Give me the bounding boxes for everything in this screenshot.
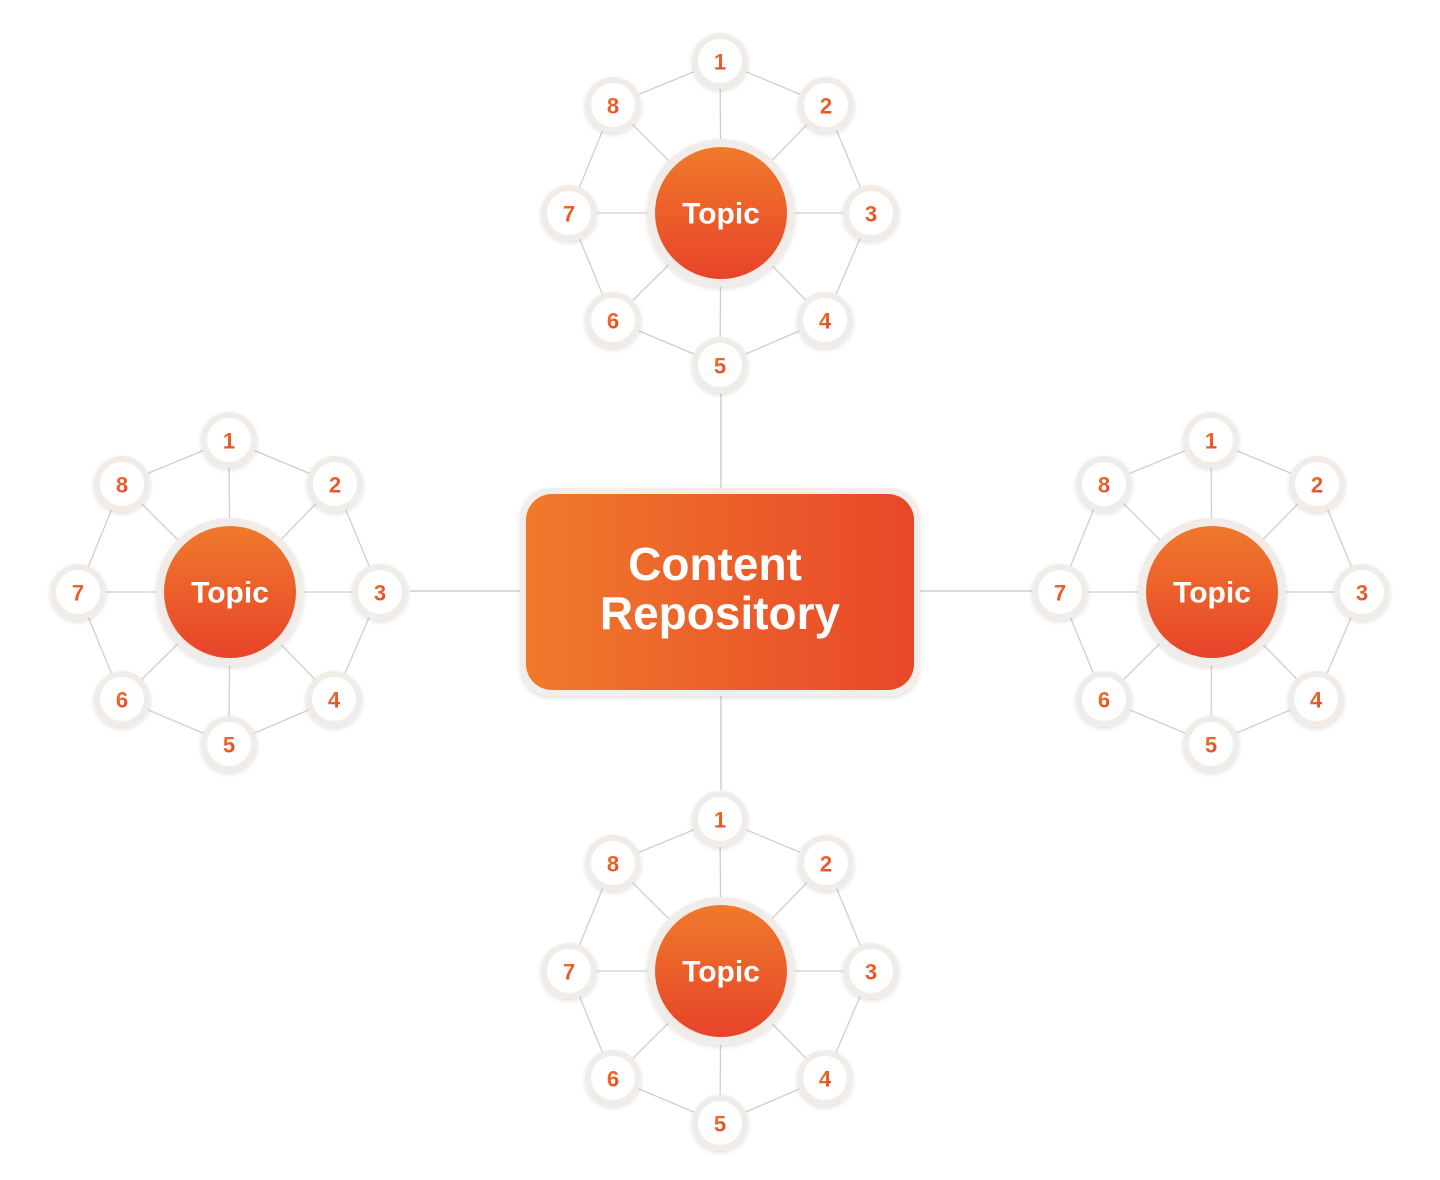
subtopic-number: 2: [820, 94, 832, 119]
subtopic-number: 2: [329, 473, 341, 498]
topic-hub: Topic: [647, 897, 795, 1045]
main-connector-lines: [410, 394, 1032, 790]
subtopic-node-5: 5: [692, 1095, 748, 1151]
subtopic-node-1: 1: [201, 412, 257, 468]
subtopic-number: 3: [374, 581, 386, 606]
subtopic-number: 8: [116, 473, 128, 498]
subtopic-node-8: 8: [94, 456, 150, 512]
subtopic-node-3: 3: [1334, 564, 1390, 620]
subtopic-number: 6: [607, 1067, 619, 1092]
subtopic-number: 4: [1310, 688, 1323, 713]
subtopic-number: 7: [563, 202, 575, 227]
topic-hub-label: Topic: [1173, 577, 1251, 610]
topic-cluster-top: Topic 1 2 3 4 5 6 7 8: [541, 33, 899, 393]
subtopic-node-7: 7: [541, 943, 597, 999]
subtopic-number: 6: [1098, 688, 1110, 713]
center-title-line1: Content: [628, 538, 802, 590]
topic-cluster-left: Topic 1 2 3 4 5 6 7 8: [50, 412, 408, 772]
subtopic-number: 1: [223, 429, 235, 454]
topic-hub-label: Topic: [191, 577, 269, 610]
subtopic-number: 8: [607, 94, 619, 119]
subtopic-number: 1: [714, 50, 726, 75]
subtopic-number: 5: [1205, 733, 1217, 758]
subtopic-node-2: 2: [798, 835, 854, 891]
subtopic-node-6: 6: [585, 1050, 641, 1106]
subtopic-number: 2: [1311, 473, 1323, 498]
subtopic-number: 8: [607, 852, 619, 877]
subtopic-node-7: 7: [541, 185, 597, 241]
subtopic-number: 7: [72, 581, 84, 606]
subtopic-node-3: 3: [843, 185, 899, 241]
subtopic-node-3: 3: [352, 564, 408, 620]
subtopic-number: 1: [1205, 429, 1217, 454]
topic-cluster-right: Topic 1 2 3 4 5 6 7 8: [1032, 412, 1390, 772]
topic-hub-label: Topic: [682, 198, 760, 231]
subtopic-number: 5: [223, 733, 235, 758]
subtopic-node-8: 8: [585, 835, 641, 891]
subtopic-node-5: 5: [692, 337, 748, 393]
subtopic-node-6: 6: [94, 671, 150, 727]
subtopic-node-7: 7: [50, 564, 106, 620]
subtopic-node-4: 4: [306, 671, 362, 727]
subtopic-node-5: 5: [201, 716, 257, 772]
subtopic-number: 8: [1098, 473, 1110, 498]
subtopic-number: 5: [714, 1112, 726, 1137]
subtopic-node-6: 6: [1076, 671, 1132, 727]
topic-hub: Topic: [647, 139, 795, 287]
subtopic-node-2: 2: [1289, 456, 1345, 512]
subtopic-number: 3: [865, 960, 877, 985]
subtopic-node-7: 7: [1032, 564, 1088, 620]
subtopic-number: 4: [819, 1067, 832, 1092]
subtopic-node-1: 1: [692, 33, 748, 89]
subtopic-number: 5: [714, 354, 726, 379]
subtopic-node-8: 8: [585, 77, 641, 133]
subtopic-number: 4: [328, 688, 341, 713]
subtopic-node-5: 5: [1183, 716, 1239, 772]
subtopic-node-3: 3: [843, 943, 899, 999]
subtopic-node-2: 2: [307, 456, 363, 512]
subtopic-node-2: 2: [798, 77, 854, 133]
subtopic-node-4: 4: [1288, 671, 1344, 727]
subtopic-node-1: 1: [692, 791, 748, 847]
subtopic-number: 3: [865, 202, 877, 227]
topic-hub-label: Topic: [682, 956, 760, 989]
subtopic-node-4: 4: [797, 292, 853, 348]
subtopic-number: 3: [1356, 581, 1368, 606]
subtopic-number: 7: [1054, 581, 1066, 606]
subtopic-number: 6: [607, 309, 619, 334]
subtopic-node-1: 1: [1183, 412, 1239, 468]
topic-hub: Topic: [156, 518, 304, 666]
topic-hub: Topic: [1138, 518, 1286, 666]
subtopic-number: 2: [820, 852, 832, 877]
subtopic-number: 6: [116, 688, 128, 713]
subtopic-node-6: 6: [585, 292, 641, 348]
center-title-line2: Repository: [600, 587, 841, 639]
subtopic-node-8: 8: [1076, 456, 1132, 512]
subtopic-number: 4: [819, 309, 832, 334]
subtopic-number: 1: [714, 808, 726, 833]
topic-clusters: Topic12345678Topic12345678Topic12345678T…: [50, 33, 1390, 1151]
content-repository-box: Content Repository: [520, 488, 920, 696]
topic-cluster-bottom: Topic 1 2 3 4 5 6 7 8: [541, 791, 899, 1151]
subtopic-number: 7: [563, 960, 575, 985]
subtopic-node-4: 4: [797, 1050, 853, 1106]
